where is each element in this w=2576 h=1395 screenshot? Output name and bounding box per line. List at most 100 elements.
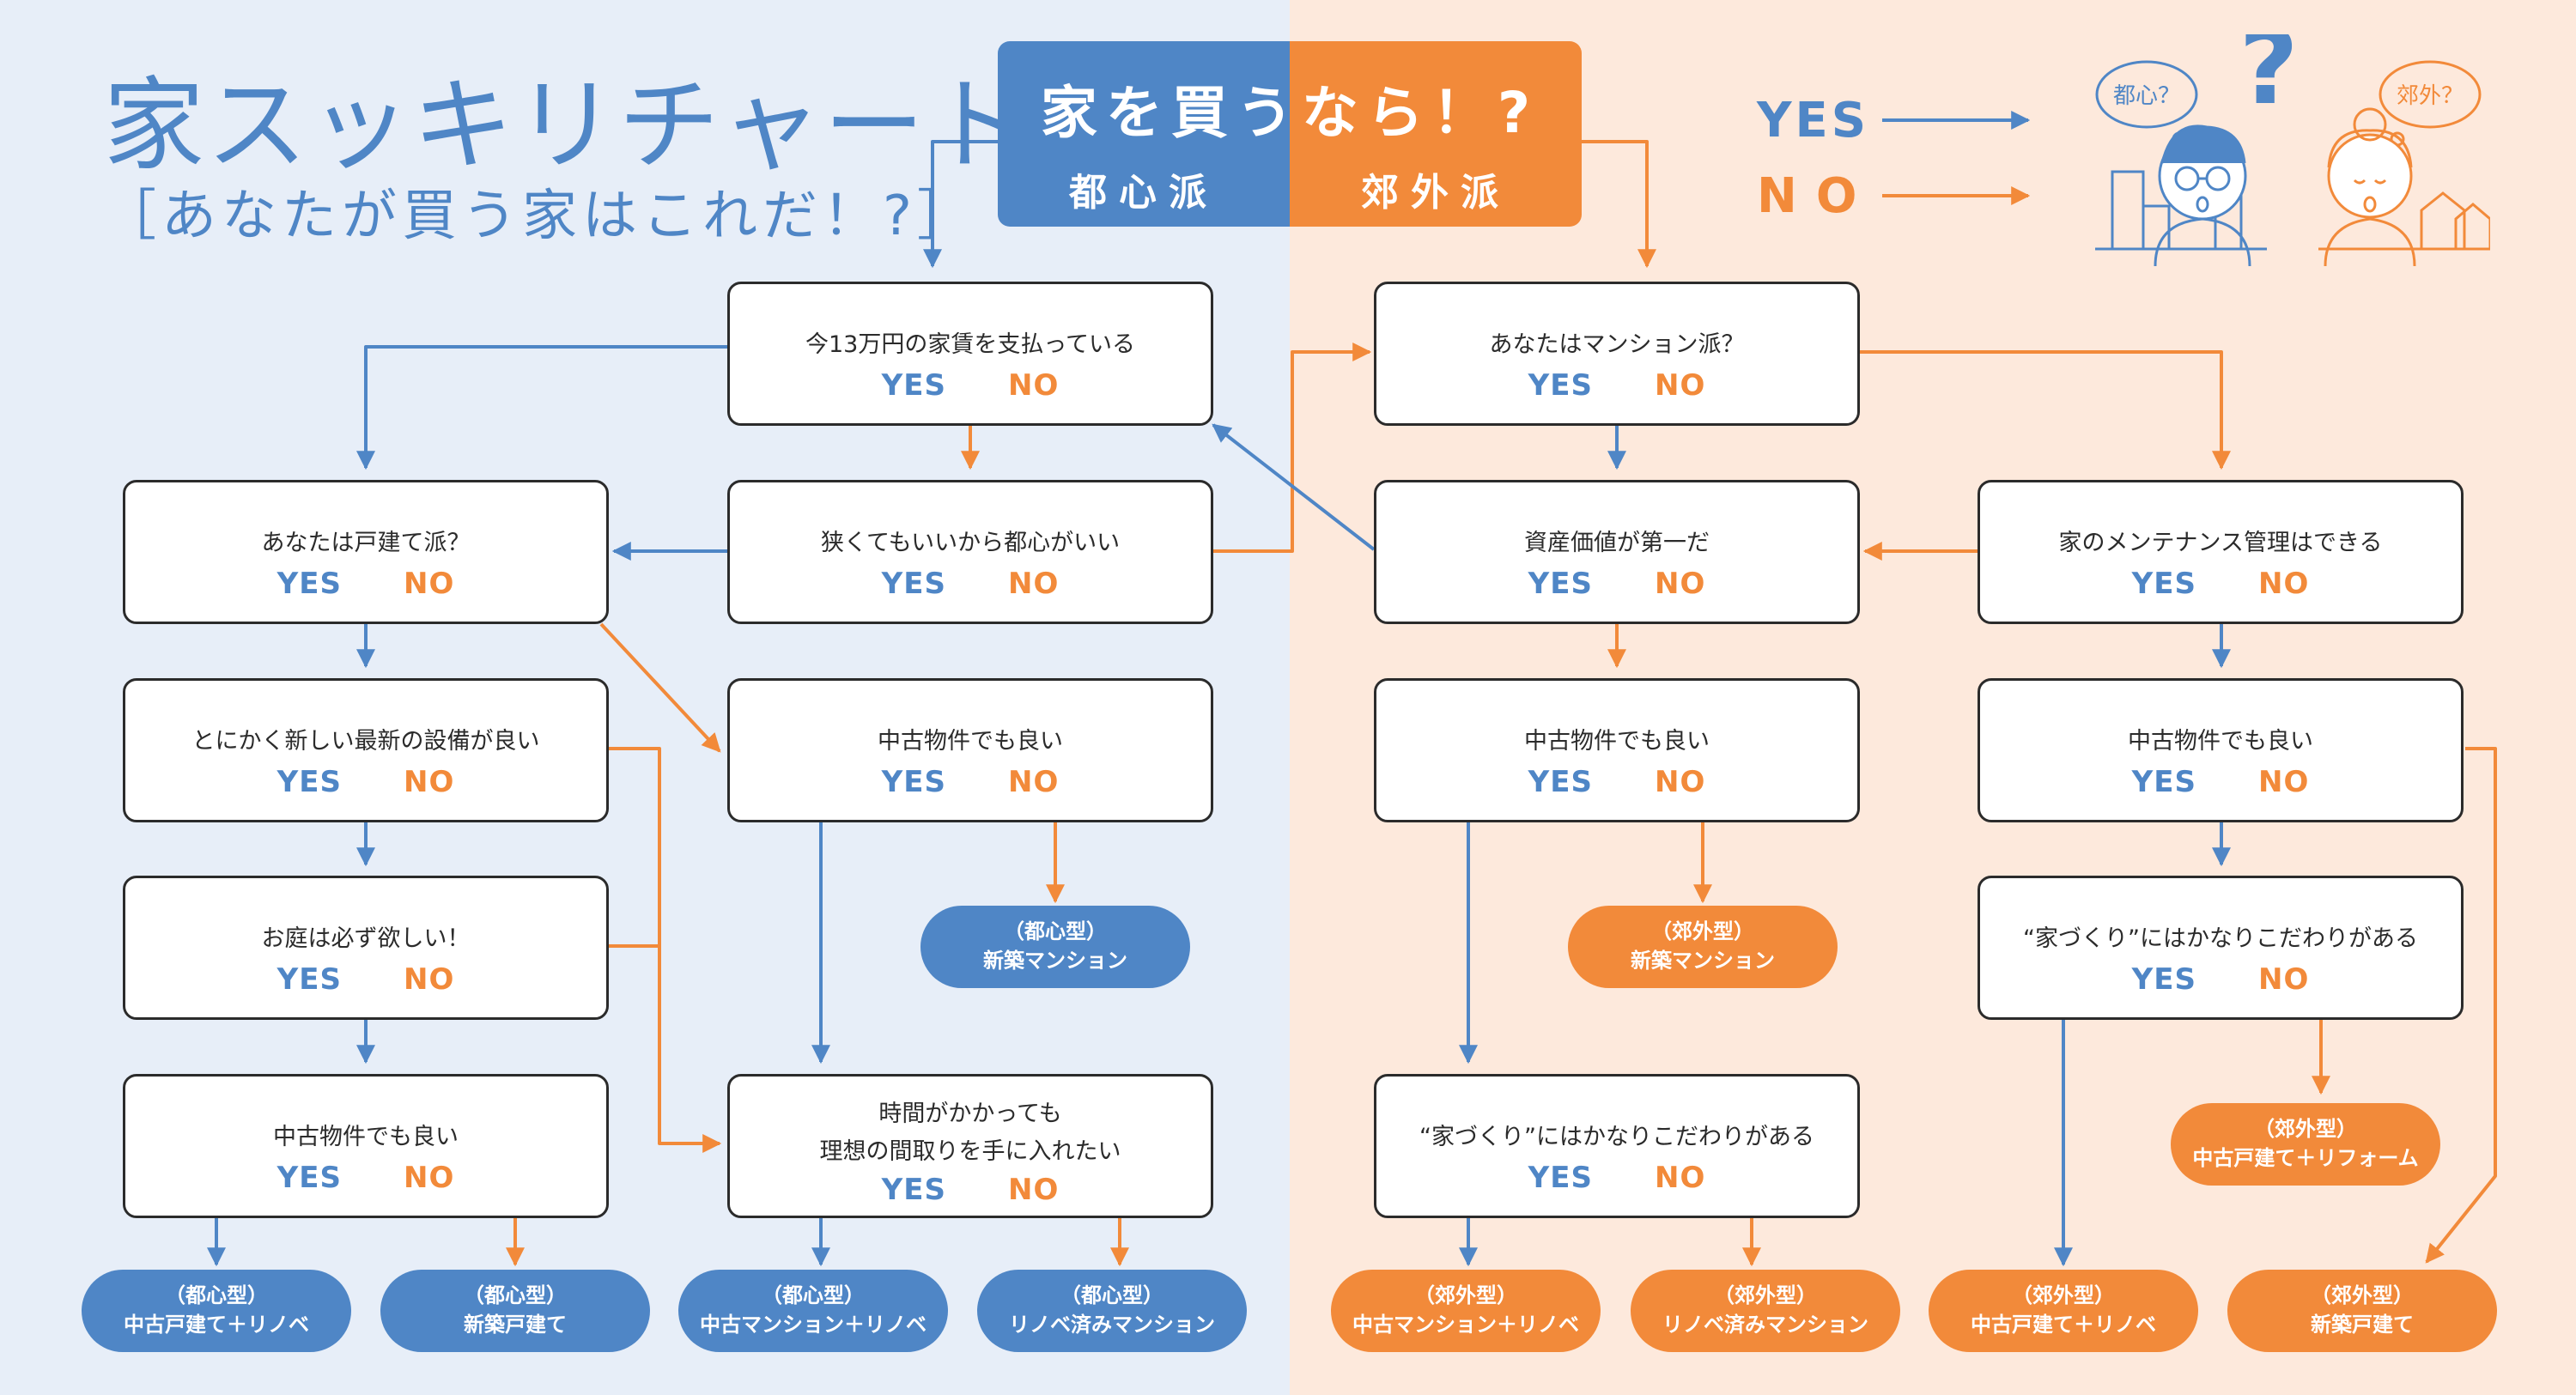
question-ideal-layout: 時間がかかっても 理想の間取りを手に入れたい YES NO xyxy=(727,1074,1213,1218)
question-text: 今13万円の家賃を支払っている xyxy=(805,331,1135,358)
question-used-ok-a: 中古物件でも良い YES NO xyxy=(123,1074,609,1218)
header-question: 家を買うなら！? xyxy=(1040,80,1540,146)
no-label: NO xyxy=(403,1161,455,1195)
result-type: （都心型） xyxy=(464,1283,567,1307)
question-text: とにかく新しい最新の設備が良い xyxy=(191,728,540,755)
no-label: NO xyxy=(1007,1173,1060,1207)
result-type: （都心型） xyxy=(1004,919,1107,943)
result-city-new-mansion: （都心型） 新築マンション xyxy=(920,906,1190,988)
question-mark-icon: ? xyxy=(2239,34,2299,128)
page-subtitle: ［あなたが買う家はこれだ！?］ xyxy=(101,185,977,248)
result-type: （郊外型） xyxy=(1651,919,1754,943)
header-left-label: 都心派 xyxy=(1069,171,1218,215)
no-label: NO xyxy=(2257,962,2310,997)
question-text: 中古物件でも良い xyxy=(878,728,1063,755)
no-label: NO xyxy=(403,567,455,601)
question-text: 資産価値が第一だ xyxy=(1524,530,1710,556)
yes-label: YES xyxy=(276,567,342,601)
result-type: （郊外型） xyxy=(1414,1283,1517,1307)
question-text: “家づくり”にはかなりこだわりがある xyxy=(2023,925,2418,952)
question-house-building-a: “家づくり”にはかなりこだわりがある YES NO xyxy=(1374,1074,1860,1218)
result-suburb-renovated-mansion: （郊外型） リノベ済みマンション xyxy=(1631,1270,1900,1352)
result-name: 中古戸建て＋リフォーム xyxy=(2192,1146,2419,1170)
question-asset-value: 資産価値が第一だ YES NO xyxy=(1374,480,1860,624)
yes-label: YES xyxy=(276,765,342,799)
result-city-used-mansion-renov: （都心型） 中古マンション＋リノベ xyxy=(678,1270,948,1352)
result-name: リノベ済みマンション xyxy=(1662,1313,1868,1337)
no-label: NO xyxy=(1007,765,1060,799)
result-name: 中古戸建て＋リノベ xyxy=(124,1313,309,1337)
yes-label: YES xyxy=(881,765,946,799)
header-left-panel xyxy=(998,41,1290,227)
yes-label: YES xyxy=(2131,567,2196,601)
question-rent: 今13万円の家賃を支払っている YES NO xyxy=(727,282,1213,426)
question-mansion: あなたはマンション派？ YES NO xyxy=(1374,282,1860,426)
no-label: NO xyxy=(1007,368,1060,403)
no-label: NO xyxy=(1654,765,1706,799)
house-icon xyxy=(2420,191,2466,249)
start-header: 家を買うなら！? 都心派 郊外派 xyxy=(998,41,1582,227)
legend-yes: YES xyxy=(1757,93,1870,149)
no-label: NO xyxy=(2257,765,2310,799)
question-text: あなたはマンション派？ xyxy=(1489,331,1745,358)
yes-label: YES xyxy=(276,1161,342,1195)
question-prefer-city: 狭くてもいいから都心がいい YES NO xyxy=(727,480,1213,624)
question-used-ok-b: 中古物件でも良い YES NO xyxy=(727,678,1213,822)
yes-label: YES xyxy=(1528,567,1593,601)
yes-label: YES xyxy=(1528,1161,1593,1195)
result-name: 中古マンション＋リノベ xyxy=(1352,1313,1579,1337)
bubble-city-text: 都心？ xyxy=(2113,83,2180,109)
page-title: 家スッキリチャート xyxy=(103,66,1030,185)
no-label: NO xyxy=(403,962,455,997)
thought-bubble-icon xyxy=(2095,60,2198,129)
no-label: NO xyxy=(1007,567,1060,601)
result-city-used-house-renov: （都心型） 中古戸建て＋リノベ xyxy=(82,1270,351,1352)
people-illustration: ? 都心？ 郊外？ xyxy=(2095,34,2490,266)
question-text: “家づくり”にはかなりこだわりがある xyxy=(1419,1124,1814,1150)
result-type: （都心型） xyxy=(1060,1283,1163,1307)
result-suburb-new-mansion: （郊外型） 新築マンション xyxy=(1568,906,1838,988)
yes-label: YES xyxy=(881,368,946,403)
result-type: （郊外型） xyxy=(2254,1117,2357,1141)
yes-label: YES xyxy=(2131,765,2196,799)
woman-face-icon xyxy=(2327,133,2413,219)
yes-label: YES xyxy=(2131,962,2196,997)
result-name: リノベ済みマンション xyxy=(1009,1313,1215,1337)
result-type: （郊外型） xyxy=(2311,1283,2414,1307)
result-name: 中古戸建て＋リノベ xyxy=(1971,1313,2156,1337)
yes-label: YES xyxy=(881,567,946,601)
building-icon xyxy=(2111,170,2145,251)
result-name: 新築戸建て xyxy=(2311,1313,2414,1337)
result-suburb-used-mansion-renov: （郊外型） 中古マンション＋リノベ xyxy=(1331,1270,1601,1352)
question-new-equipment: とにかく新しい最新の設備が良い YES NO xyxy=(123,678,609,822)
question-text: 狭くてもいいから都心がいい xyxy=(820,530,1121,556)
result-type: （都心型） xyxy=(165,1283,268,1307)
legend-no: NO xyxy=(1757,168,1876,224)
bubble-suburb-text: 郊外？ xyxy=(2397,83,2464,109)
result-suburb-new-house: （郊外型） 新築戸建て xyxy=(2227,1270,2497,1352)
result-suburb-used-house-reform: （郊外型） 中古戸建て＋リフォーム xyxy=(2171,1103,2440,1186)
no-label: NO xyxy=(1654,1161,1706,1195)
result-city-renovated-mansion: （都心型） リノベ済みマンション xyxy=(977,1270,1247,1352)
result-type: （郊外型） xyxy=(1714,1283,1817,1307)
no-label: NO xyxy=(1654,567,1706,601)
question-text: あなたは戸建て派？ xyxy=(261,530,471,556)
result-name: 新築マンション xyxy=(1631,949,1775,973)
question-text: 家のメンテナンス管理はできる xyxy=(2058,530,2383,556)
result-name: 中古マンション＋リノベ xyxy=(700,1313,927,1337)
yes-label: YES xyxy=(1528,368,1593,403)
header-right-panel xyxy=(1290,41,1582,227)
no-label: NO xyxy=(2257,567,2310,601)
yes-label: YES xyxy=(1528,765,1593,799)
question-text: 中古物件でも良い xyxy=(273,1124,459,1150)
yes-label: YES xyxy=(881,1173,946,1207)
question-maintenance: 家のメンテナンス管理はできる YES NO xyxy=(1978,480,2464,624)
no-label: NO xyxy=(403,765,455,799)
question-text: 時間がかかっても 理想の間取りを手に入れたい xyxy=(819,1101,1121,1165)
result-suburb-used-house-renov: （郊外型） 中古戸建て＋リノベ xyxy=(1929,1270,2198,1352)
result-name: 新築マンション xyxy=(983,949,1127,973)
no-label: NO xyxy=(1654,368,1706,403)
